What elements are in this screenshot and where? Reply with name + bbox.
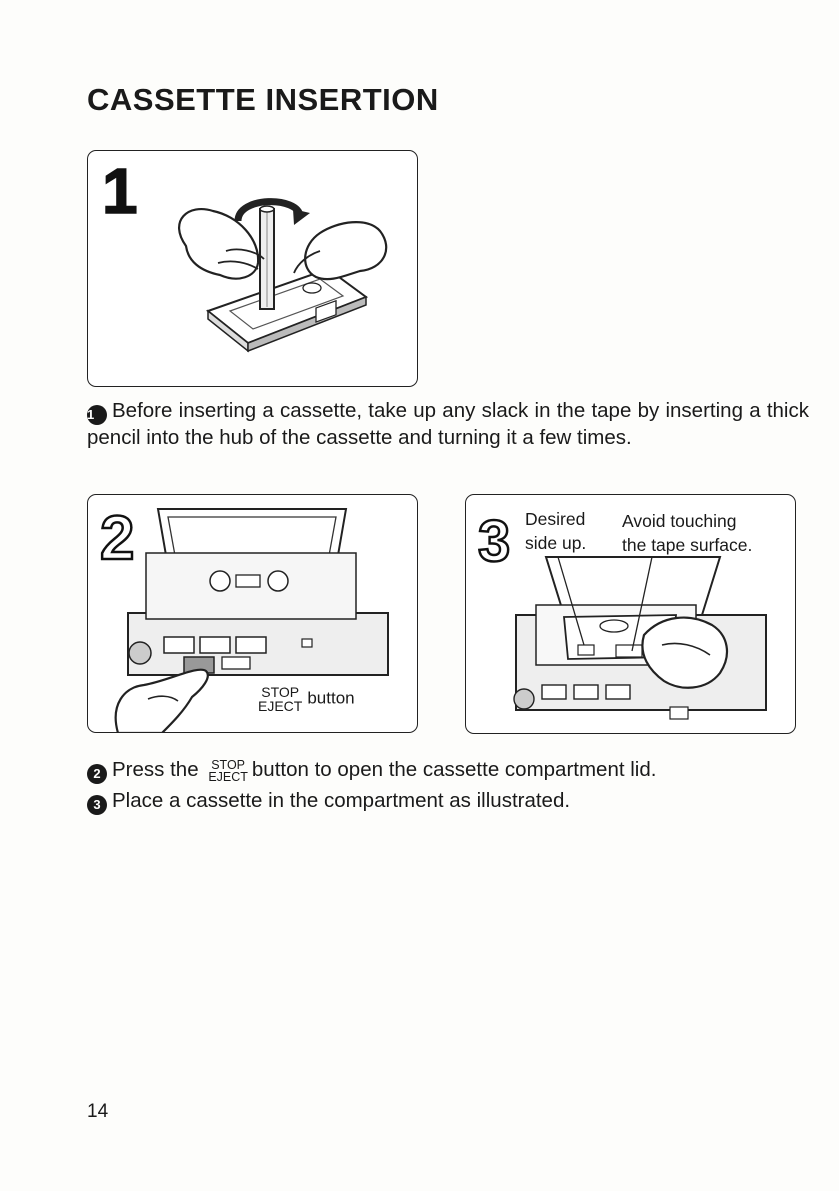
- open-lid-illustration: 2: [99, 503, 389, 732]
- step-number-3: 3: [478, 509, 510, 574]
- stop-eject-button-callout: STOP EJECT button: [258, 685, 355, 713]
- page-title: CASSETTE INSERTION: [87, 82, 439, 117]
- step-1-bullet: 1: [87, 405, 107, 425]
- stop-eject-inline-label: STOP EJECT: [208, 757, 248, 784]
- step-number-2: 2: [100, 504, 134, 573]
- button-word: button: [307, 688, 355, 708]
- pencil-winding-illustration: 1: [101, 154, 388, 353]
- step-number-1: 1: [102, 155, 138, 227]
- step-2-text-before: Press the: [112, 758, 199, 781]
- illustration-panel-step-3: 3 Desired side up. Avoid touching the ta…: [465, 494, 796, 734]
- stop-eject-stacked-label: STOP EJECT: [258, 684, 303, 714]
- page-number: 14: [87, 1101, 109, 1122]
- step-3-bullet: 3: [87, 795, 107, 815]
- illustration-panel-step-2: 2 STOP EJECT button: [87, 494, 418, 733]
- step-2-text-after: button to open the cassette compartment …: [251, 758, 657, 781]
- step-2-bullet: 2: [87, 764, 107, 784]
- illustration-panel-step-1: 1: [87, 150, 418, 387]
- step-1-text: Before inserting a cassette, take up any…: [87, 399, 809, 449]
- desired-side-up-label: Desired side up.: [525, 509, 587, 553]
- avoid-touching-label: Avoid touching the tape surface.: [622, 511, 753, 555]
- step-3-text: Place a cassette in the compartment as i…: [112, 789, 571, 812]
- insert-cassette-illustration: 3: [477, 508, 767, 720]
